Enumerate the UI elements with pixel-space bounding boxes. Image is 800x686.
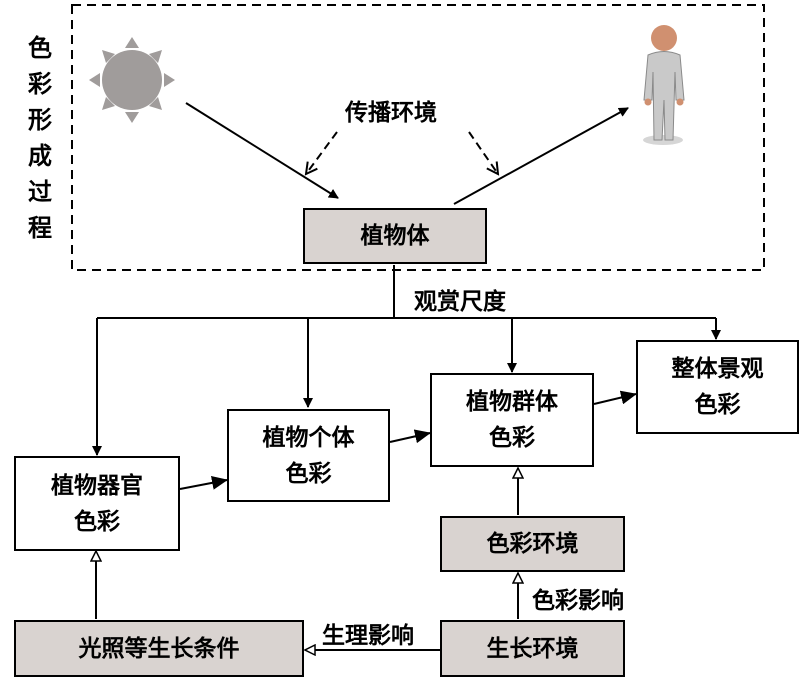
dashed-arrow-right	[468, 131, 498, 174]
person-icon	[643, 25, 685, 145]
node-landscape-color: 整体景观 色彩	[636, 340, 799, 434]
node-plant: 植物体	[303, 208, 487, 264]
arrow-plant-to-person	[453, 107, 629, 205]
process-frame	[71, 4, 765, 271]
arrow-individual-to-group	[389, 429, 431, 444]
node-group-color: 植物群体 色彩	[430, 373, 594, 467]
arrow-organ-to-individual	[179, 475, 228, 490]
arrow-group-to-landscape	[593, 390, 637, 405]
label-physio-influence: 生理影响	[322, 623, 414, 649]
label-viewing-scale: 观赏尺度	[414, 289, 506, 315]
node-individual-color: 植物个体 色彩	[227, 409, 390, 502]
node-growth-conditions: 光照等生长条件	[14, 620, 304, 677]
node-color-environment: 色彩环境	[440, 516, 625, 572]
dashed-arrow-left	[306, 131, 338, 174]
process-title: 色 彩 形 成 过 程	[28, 34, 52, 242]
sun-icon	[89, 37, 175, 123]
node-organ-color: 植物器官 色彩	[14, 456, 180, 551]
label-color-influence: 色彩影响	[532, 588, 624, 614]
node-growth-environment: 生长环境	[440, 620, 625, 677]
arrow-sun-to-plant	[185, 102, 339, 199]
label-propagation: 传播环境	[345, 100, 437, 126]
